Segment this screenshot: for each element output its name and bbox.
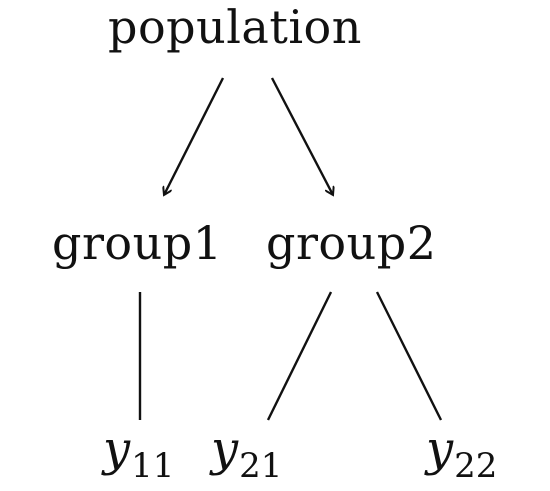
- subscript: 22: [454, 446, 498, 486]
- variable-y: y: [211, 421, 239, 477]
- edge-population-group2: [270, 77, 333, 195]
- edge-group2-y22: [375, 291, 443, 421]
- edge-population-group1: [164, 77, 225, 195]
- subscript: 21: [239, 446, 283, 486]
- node-y22: y 22: [426, 421, 497, 483]
- node-population: population: [108, 0, 362, 54]
- node-y11: y 11: [103, 421, 174, 483]
- edge-group2-y21: [266, 291, 333, 421]
- node-group2: group2: [266, 216, 437, 270]
- node-group1: group1: [52, 216, 223, 270]
- variable-y: y: [103, 421, 131, 477]
- node-y21: y 21: [211, 421, 282, 483]
- subscript: 11: [131, 446, 175, 486]
- variable-y: y: [426, 421, 454, 477]
